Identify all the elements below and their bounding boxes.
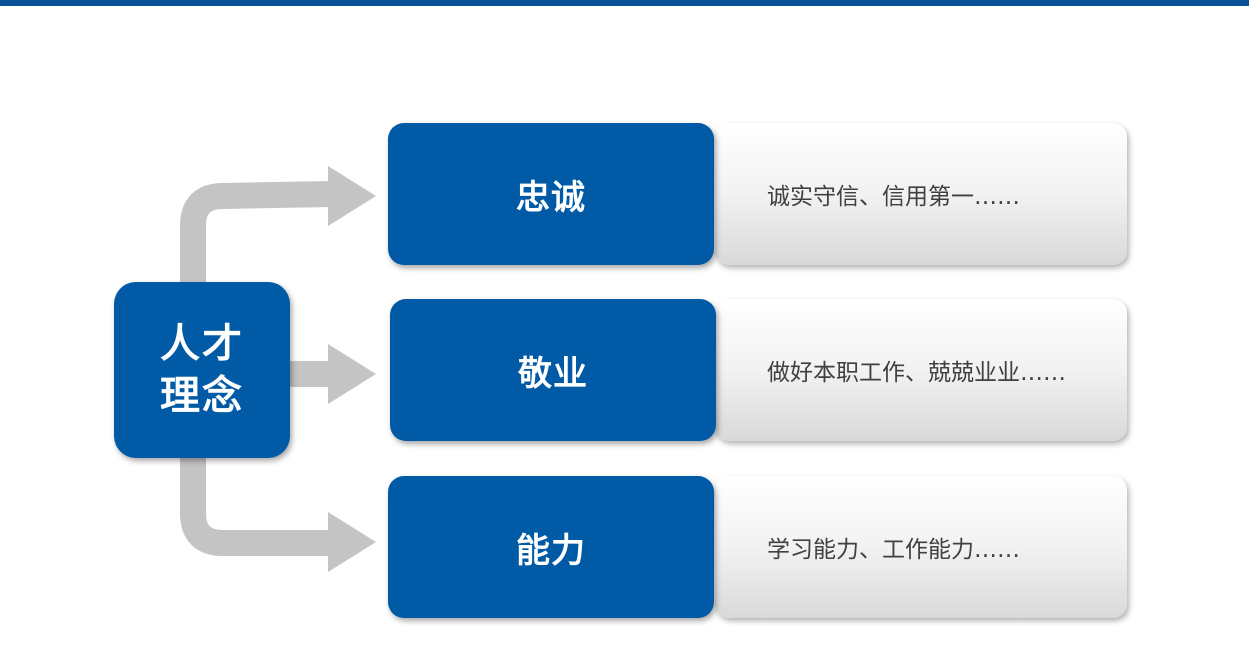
arrow-head-top [328,166,376,226]
center-line-2: 理念 [160,373,244,419]
center-line-1: 人才 [160,321,244,367]
row-label-loyalty: 忠诚 [388,123,714,265]
arrow-head-middle [328,344,376,404]
row-desc-dedication: 做好本职工作、兢兢业业…… [715,299,1127,441]
top-accent-bar [0,0,1249,6]
row-desc-ability: 学习能力、工作能力…… [715,476,1127,618]
row-desc-loyalty-text: 诚实守信、信用第一…… [767,184,1020,210]
row-desc-dedication-text: 做好本职工作、兢兢业业…… [767,360,1066,386]
center-node: 人才 理念 [114,282,290,458]
row-desc-loyalty: 诚实守信、信用第一…… [715,123,1127,265]
arrow-head-bottom [328,512,376,572]
row-label-dedication: 敬业 [390,299,716,441]
row-desc-ability-text: 学习能力、工作能力…… [767,537,1020,563]
connector-bottom [180,456,332,556]
row-label-ability: 能力 [388,476,714,618]
connector-top [180,181,333,288]
